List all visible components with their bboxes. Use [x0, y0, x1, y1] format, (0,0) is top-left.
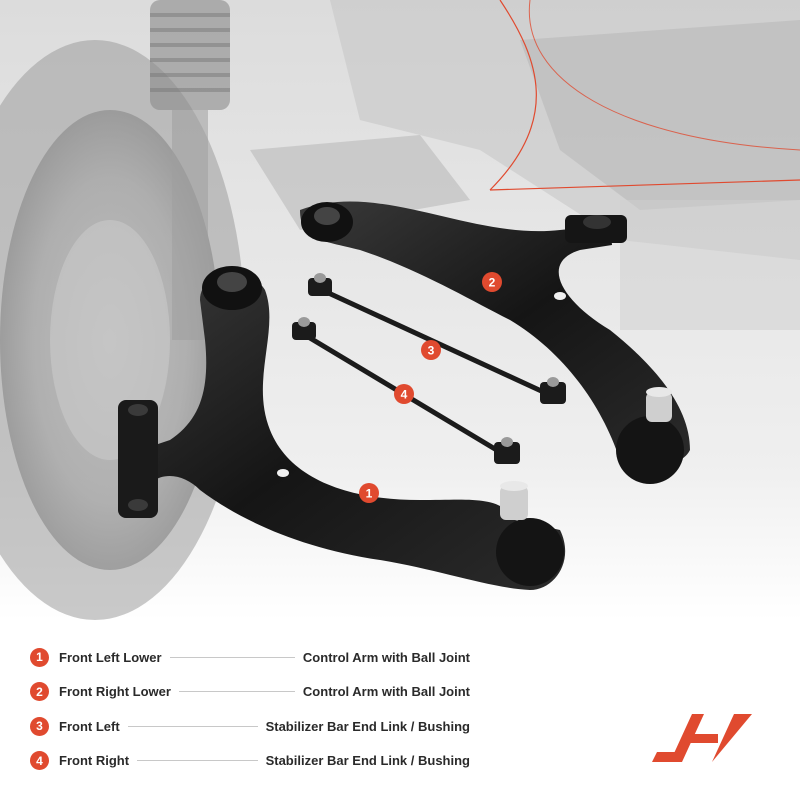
- callout-3: 3: [421, 340, 441, 360]
- svg-text:2: 2: [489, 276, 496, 290]
- legend-part: Stabilizer Bar End Link / Bushing: [265, 753, 470, 769]
- legend-row: 4 Front Right Stabilizer Bar End Link / …: [30, 744, 470, 779]
- control-arm-front-right: [300, 201, 690, 484]
- legend-number-badge: 3: [30, 716, 49, 736]
- legend-position: Front Right: [59, 753, 130, 769]
- svg-text:3: 3: [428, 344, 435, 358]
- legend-part: Control Arm with Ball Joint: [302, 649, 470, 665]
- callout-2: 2: [482, 272, 502, 292]
- legend-position: Front Left Lower: [59, 649, 162, 665]
- callout-4: 4: [394, 384, 414, 404]
- legend-divider: [137, 760, 258, 762]
- legend-divider: [178, 691, 295, 693]
- legend-position: Front Right Lower: [59, 684, 171, 700]
- callout-1: 1: [359, 483, 379, 503]
- legend-row: 2 Front Right Lower Control Arm with Bal…: [30, 675, 470, 710]
- product-scene: 1 2 3 4: [0, 0, 800, 620]
- control-arm-front-left: [118, 266, 566, 590]
- legend-row: 1 Front Left Lower Control Arm with Ball…: [30, 640, 470, 675]
- parts-legend: 1 Front Left Lower Control Arm with Ball…: [30, 640, 470, 778]
- svg-text:4: 4: [401, 388, 408, 402]
- legend-number-badge: 2: [30, 682, 49, 702]
- brand-logo-icon: [652, 714, 752, 762]
- legend-position: Front Left: [59, 718, 120, 734]
- legend-divider: [127, 725, 258, 727]
- legend-part: Control Arm with Ball Joint: [302, 684, 470, 700]
- legend-number-badge: 4: [30, 751, 49, 771]
- legend-part: Stabilizer Bar End Link / Bushing: [265, 718, 470, 734]
- legend-row: 3 Front Left Stabilizer Bar End Link / B…: [30, 709, 470, 744]
- legend-number-badge: 1: [30, 647, 49, 667]
- svg-text:1: 1: [366, 487, 373, 501]
- legend-divider: [169, 656, 295, 658]
